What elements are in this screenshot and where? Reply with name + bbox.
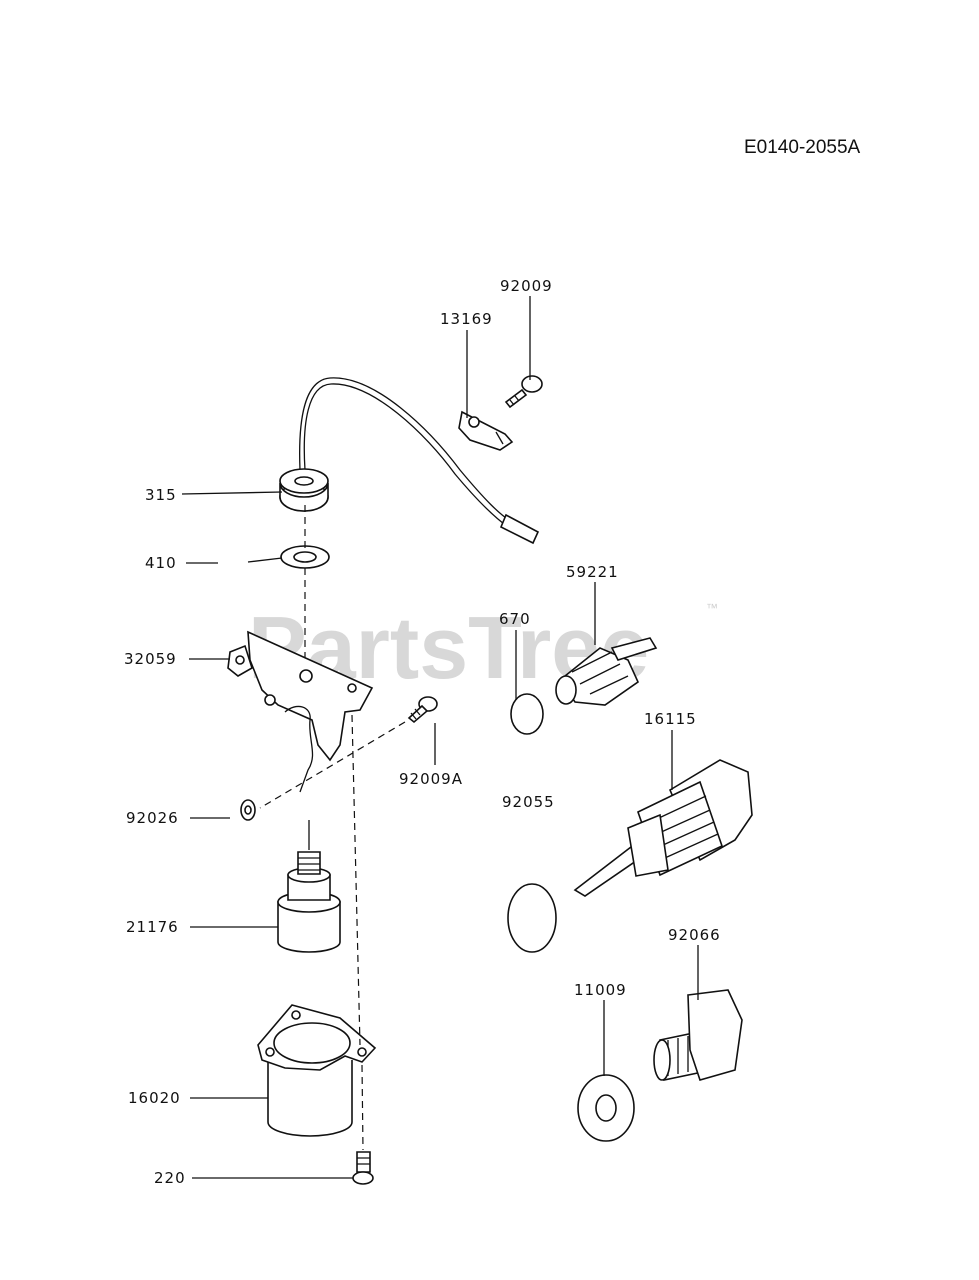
label-16115: 16115	[644, 710, 697, 728]
assembly-line-cover	[351, 714, 364, 1151]
label-21176: 21176	[126, 918, 179, 936]
label-92009A: 92009A	[399, 770, 463, 788]
part-315-grommet[interactable]	[279, 468, 329, 512]
part-cable-assembly[interactable]	[299, 377, 540, 545]
diagram-code: E0140-2055A	[744, 137, 861, 158]
label-92026: 92026	[126, 809, 179, 827]
part-13169-plate[interactable]	[458, 410, 514, 451]
label-11009: 11009	[574, 981, 627, 999]
label-16020: 16020	[128, 1089, 181, 1107]
part-21176-solenoid[interactable]	[277, 820, 341, 953]
leader-lines	[181, 296, 699, 1179]
label-92009: 92009	[500, 277, 553, 295]
part-410-oring[interactable]	[280, 545, 330, 569]
label-92066: 92066	[668, 926, 721, 944]
part-92009A-screw[interactable]	[407, 696, 438, 724]
label-670: 670	[499, 610, 531, 628]
label-92055: 92055	[502, 793, 555, 811]
part-16020-cover[interactable]	[257, 1004, 377, 1137]
part-11009-gasket[interactable]	[577, 1074, 635, 1142]
part-92026-washer[interactable]	[240, 799, 256, 821]
part-32059-bracket[interactable]	[227, 630, 374, 793]
part-670-oring[interactable]	[510, 693, 544, 735]
part-220-bolt[interactable]	[352, 1151, 374, 1185]
label-220: 220	[154, 1169, 186, 1187]
label-13169: 13169	[440, 310, 493, 328]
label-59221: 59221	[566, 563, 619, 581]
part-92009-bolt[interactable]	[504, 375, 543, 409]
label-315: 315	[145, 486, 177, 504]
part-59221-sensor[interactable]	[555, 637, 658, 706]
part-92066-plug[interactable]	[653, 989, 743, 1081]
assembly-line-screw	[259, 721, 406, 809]
label-32059: 32059	[124, 650, 177, 668]
label-410: 410	[145, 554, 177, 572]
part-16115-fitting[interactable]	[573, 759, 753, 897]
watermark-trademark: ™	[706, 601, 718, 615]
part-92055-oring[interactable]	[507, 883, 557, 953]
